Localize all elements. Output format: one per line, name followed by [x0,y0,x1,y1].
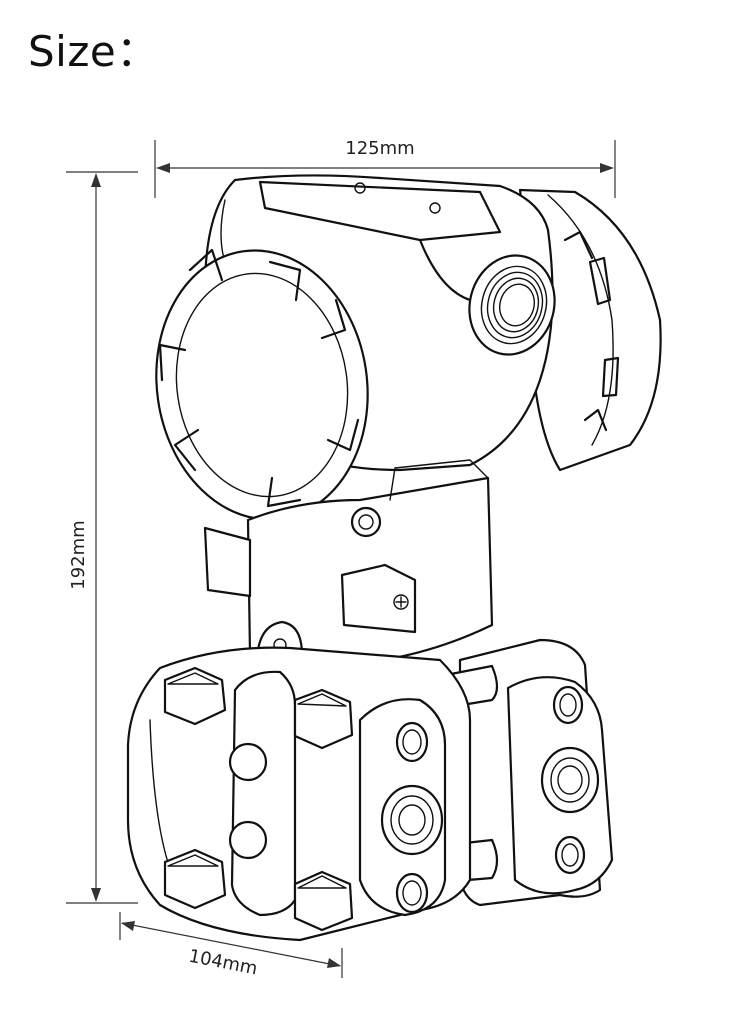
process-flange [126,638,614,942]
pressure-transmitter-line-drawing-icon [126,174,662,942]
width-dimension: 125mm [154,138,616,198]
flange-bolts [163,666,354,932]
neck-band [203,459,494,667]
page-title: Size： [28,27,159,76]
width-label: 125mm [345,138,414,159]
conduit-port [468,254,556,356]
depth-label: 104mm [187,946,259,980]
rear-cover [518,188,662,472]
height-label: 192mm [68,520,89,589]
height-dimension: 192mm [66,171,138,904]
